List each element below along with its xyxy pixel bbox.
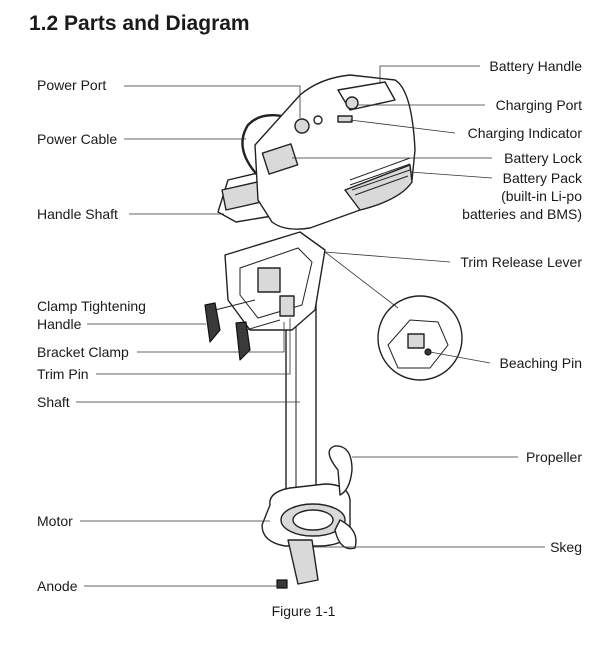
label-clamp-tightening-line2: Handle (37, 316, 82, 332)
label-anode: Anode (37, 578, 78, 594)
label-charging-indicator: Charging Indicator (467, 125, 582, 141)
label-battery-pack-line3: batteries and BMS) (462, 206, 582, 222)
label-charging-port: Charging Port (495, 97, 582, 113)
propeller (328, 445, 357, 550)
figure-caption: Figure 1-1 (271, 603, 336, 619)
label-power-cable: Power Cable (37, 131, 118, 147)
label-bracket-clamp: Bracket Clamp (37, 344, 129, 360)
label-battery-lock: Battery Lock (504, 150, 582, 166)
label-skeg: Skeg (550, 539, 582, 555)
label-propeller: Propeller (525, 449, 582, 465)
power-cable (241, 114, 299, 181)
label-handle-shaft: Handle Shaft (37, 206, 118, 222)
battery-pack (254, 74, 416, 230)
label-motor: Motor (37, 513, 73, 529)
label-trim-release-lever: Trim Release Lever (460, 254, 582, 270)
label-battery-pack-line2: (built-in Li-po (501, 188, 582, 204)
clamp-tightening-handles (204, 299, 281, 361)
page-title: 1.2 Parts and Diagram (29, 12, 250, 35)
label-power-port: Power Port (37, 77, 107, 93)
bracket-clamp (224, 231, 326, 331)
label-battery-handle: Battery Handle (489, 58, 582, 74)
motor (261, 483, 351, 547)
label-trim-pin: Trim Pin (37, 366, 89, 382)
label-clamp-tightening-line1: Clamp Tightening (37, 298, 146, 314)
label-beaching-pin: Beaching Pin (499, 355, 582, 371)
label-battery-pack-line1: Battery Pack (502, 170, 582, 186)
skeg (287, 539, 319, 585)
beaching-pin-detail (377, 295, 463, 381)
label-shaft: Shaft (37, 394, 70, 410)
